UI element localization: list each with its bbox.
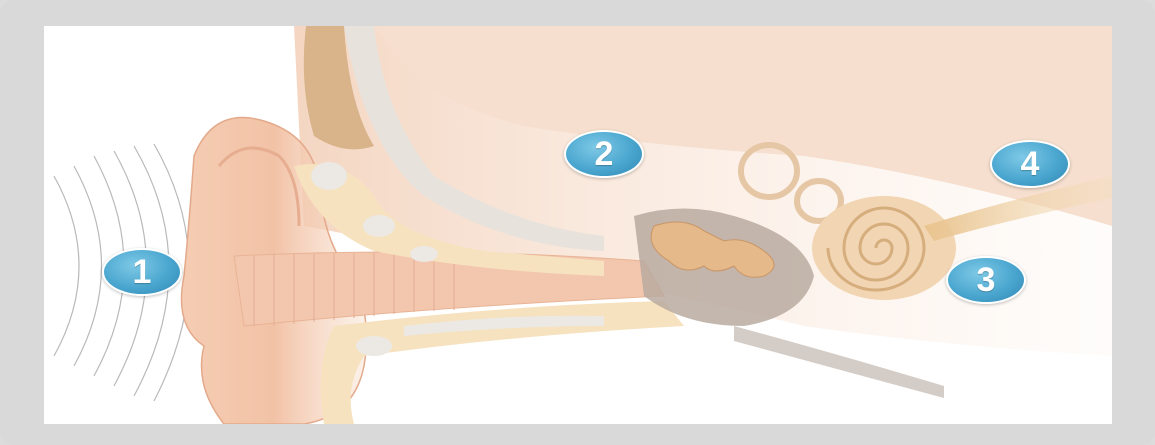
marker-2: 2 (564, 130, 644, 178)
marker-1: 1 (102, 248, 182, 296)
marker-4: 4 (990, 140, 1070, 188)
marker-3: 3 (946, 256, 1026, 304)
ear-cross-section-drawing (44, 26, 1112, 424)
marker-2-label: 2 (595, 135, 614, 174)
marker-4-label: 4 (1021, 145, 1040, 184)
marker-3-label: 3 (977, 261, 996, 300)
cochlea (812, 196, 956, 300)
ear-anatomy-illustration: 1 2 3 4 (44, 26, 1112, 424)
marker-1-label: 1 (133, 253, 152, 292)
